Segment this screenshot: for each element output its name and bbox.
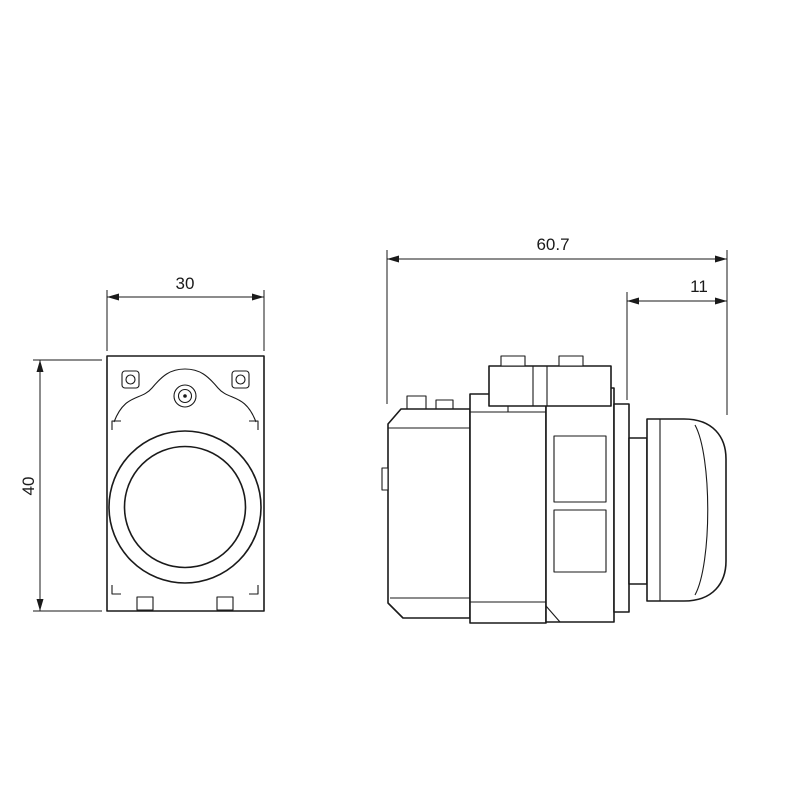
mounting-hole-right (231, 370, 250, 389)
dimension-overall-depth: 60.7 (386, 235, 728, 415)
dimension-label-overall-depth: 60.7 (536, 235, 569, 254)
terminal-clamp-right (435, 399, 454, 409)
corner-relief-marks (111, 420, 259, 595)
contact-block-body-outline (469, 393, 547, 624)
arrowhead-right (252, 293, 264, 301)
mounting-hole-left-pin (125, 374, 136, 385)
side-view (381, 355, 727, 624)
corner-mark-top-right (249, 420, 259, 430)
contact-bridge-upper (553, 435, 607, 503)
dimension-front-height: 40 (19, 359, 102, 612)
contact-block-rear-latch (381, 467, 389, 491)
contact-block-rear-outline (387, 408, 471, 619)
center-screw-detail (173, 384, 197, 408)
bezel-ring (628, 437, 648, 585)
arrowhead-left (107, 293, 119, 301)
arrowhead-left (627, 297, 639, 305)
mounting-hole-left (121, 370, 140, 389)
button-bezel-circle (108, 430, 262, 584)
button-face-circle (123, 445, 247, 569)
terminal-clamp-left (406, 395, 427, 409)
dimension-label-front-width: 30 (176, 274, 195, 293)
corner-mark-bottom-left (111, 585, 121, 595)
contact-block-body (469, 393, 547, 624)
arrowhead-right (715, 255, 727, 263)
terminal-block-top (488, 355, 612, 407)
terminal-block-outline (488, 365, 612, 407)
button-cap-outline (646, 418, 727, 602)
front-view (106, 355, 265, 612)
dimension-label-front-height: 40 (19, 477, 38, 496)
screw-center-dot (183, 394, 187, 398)
corner-mark-bottom-right (249, 585, 259, 595)
screw-inner-ring (177, 388, 193, 404)
terminal-screw-right (558, 355, 584, 367)
holder-block-outline (545, 387, 615, 623)
contact-bridge-lower (553, 509, 607, 573)
arrowhead-top (36, 360, 44, 372)
screw-outer-ring (173, 384, 197, 408)
holder-block (545, 387, 615, 623)
arrowhead-bottom (36, 599, 44, 611)
bottom-tab-left (136, 596, 154, 611)
holder-chamfer (545, 605, 561, 623)
cap-dome-arc (694, 424, 709, 596)
arrowhead-left (387, 255, 399, 263)
dimension-label-head-depth: 11 (690, 277, 708, 296)
arrowhead-right (715, 297, 727, 305)
terminal-screw-left (500, 355, 526, 367)
retaining-clip-arc (113, 368, 257, 423)
dimension-front-width: 30 (106, 274, 265, 351)
mounting-hole-right-pin (235, 374, 246, 385)
dimension-head-depth: 11 (626, 277, 727, 400)
contact-block-rear (381, 395, 471, 619)
mounting-flange (613, 403, 630, 613)
bottom-tab-right (216, 596, 234, 611)
button-cap (646, 418, 727, 602)
corner-mark-top-left (111, 420, 121, 430)
